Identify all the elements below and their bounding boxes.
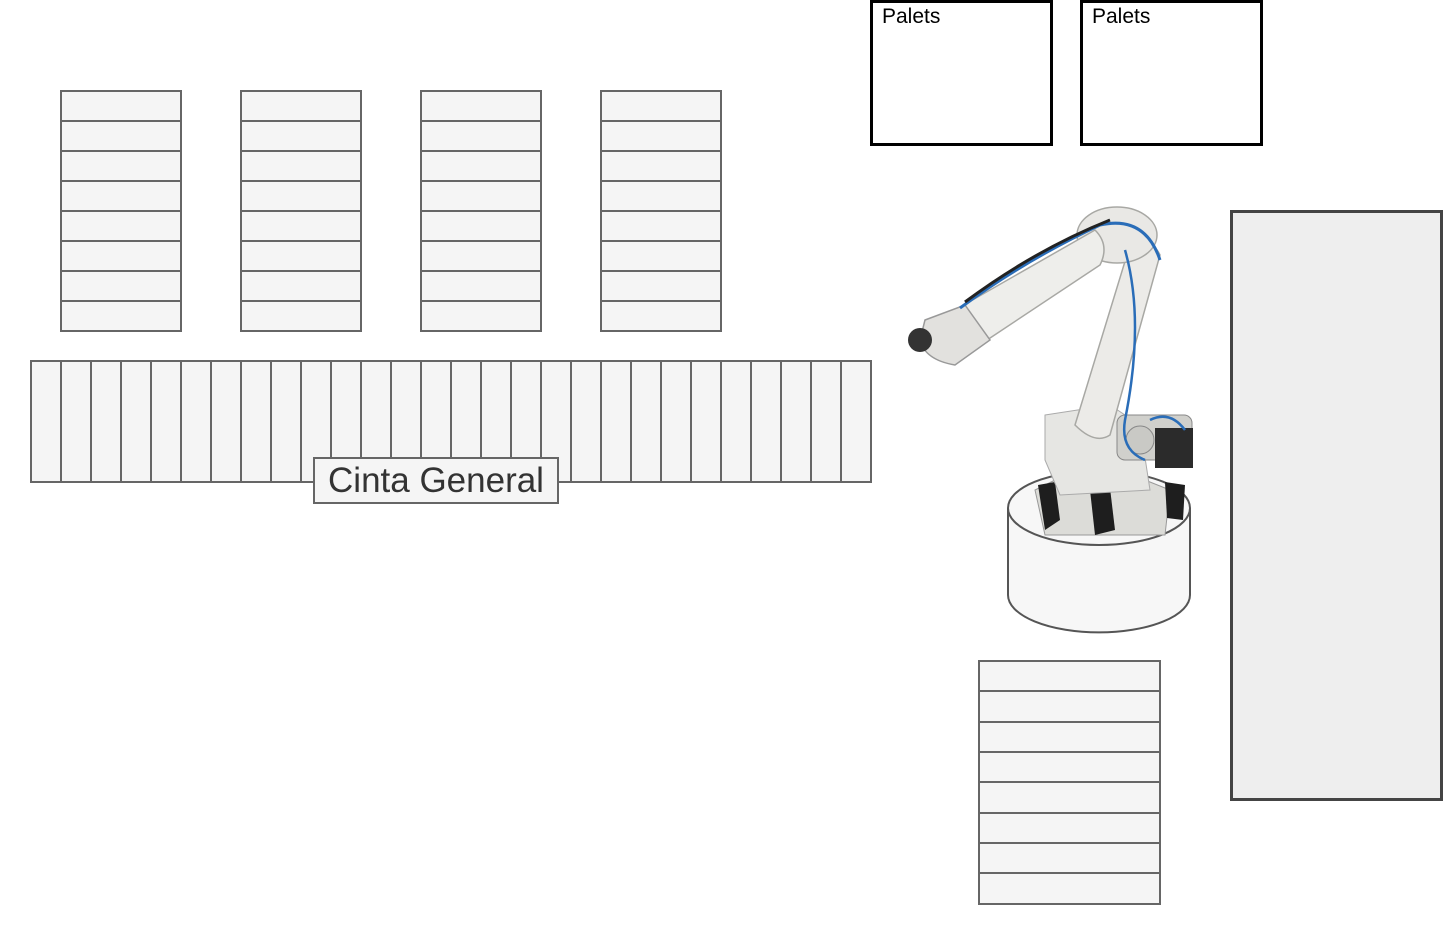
feeder-cell (60, 180, 182, 212)
feeder-cell (420, 150, 542, 182)
feeder-cell (240, 180, 362, 212)
belt-segment (240, 360, 272, 483)
feeder-cell (240, 150, 362, 182)
palet-box-1: Palets (870, 0, 1053, 146)
feeder-cell (600, 120, 722, 152)
industrial-robot-icon (895, 190, 1205, 635)
output-stack (978, 660, 1161, 906)
feeder-cell (600, 240, 722, 272)
output-stack-cell (978, 872, 1161, 906)
output-stack-cell (978, 690, 1161, 724)
belt-segment (90, 360, 122, 483)
palet-label-1: Palets (882, 5, 941, 28)
belt-segment (720, 360, 752, 483)
output-stack-cell (978, 750, 1161, 784)
feeder-cell (60, 240, 182, 272)
feeder-cell (420, 180, 542, 212)
feeder-cell (600, 90, 722, 122)
feeder-cell (600, 150, 722, 182)
belt-segment (630, 360, 662, 483)
feeder-cell (420, 270, 542, 302)
belt-segment (600, 360, 632, 483)
feeder-cell (60, 120, 182, 152)
belt-segment (750, 360, 782, 483)
belt-segment (810, 360, 842, 483)
storage-area (1230, 210, 1443, 801)
feeder-cell (60, 270, 182, 302)
palet-label-2: Palets (1092, 5, 1151, 28)
output-stack-cell (978, 811, 1161, 845)
belt-segment (570, 360, 602, 483)
output-stack-cell (978, 720, 1161, 754)
belt-segment (840, 360, 872, 483)
feeder-cell (420, 240, 542, 272)
feeder-cell (60, 300, 182, 332)
feeder-cell (60, 210, 182, 242)
belt-segment (150, 360, 182, 483)
feeder-cell (600, 270, 722, 302)
belt-segment (690, 360, 722, 483)
belt-segment (60, 360, 92, 483)
feeder-cell (240, 90, 362, 122)
belt-segment (30, 360, 62, 483)
feeder-cell (600, 180, 722, 212)
feeder-cell (420, 90, 542, 122)
belt-segment (210, 360, 242, 483)
feeder-cell (240, 120, 362, 152)
feeder-cell (600, 210, 722, 242)
feeder-cell (240, 270, 362, 302)
feeder-cell (60, 150, 182, 182)
belt-segment (780, 360, 812, 483)
belt-segment (120, 360, 152, 483)
feeder-cell (240, 240, 362, 272)
belt-segment (660, 360, 692, 483)
feeder-stack-2 (240, 90, 362, 332)
feeder-cell (240, 210, 362, 242)
feeder-cell (240, 300, 362, 332)
feeder-cell (600, 300, 722, 332)
feeder-stack-1 (60, 90, 182, 332)
belt-segment (270, 360, 302, 483)
palet-box-2: Palets (1080, 0, 1263, 146)
output-stack-cell (978, 660, 1161, 693)
feeder-cell (60, 90, 182, 122)
feeder-stack-3 (420, 90, 542, 332)
feeder-cell (420, 120, 542, 152)
output-stack-cell (978, 841, 1161, 875)
feeder-cell (420, 300, 542, 332)
output-stack-cell (978, 781, 1161, 815)
belt-label: Cinta General (313, 457, 559, 504)
feeder-cell (420, 210, 542, 242)
feeder-stack-4 (600, 90, 722, 332)
belt-segment (180, 360, 212, 483)
